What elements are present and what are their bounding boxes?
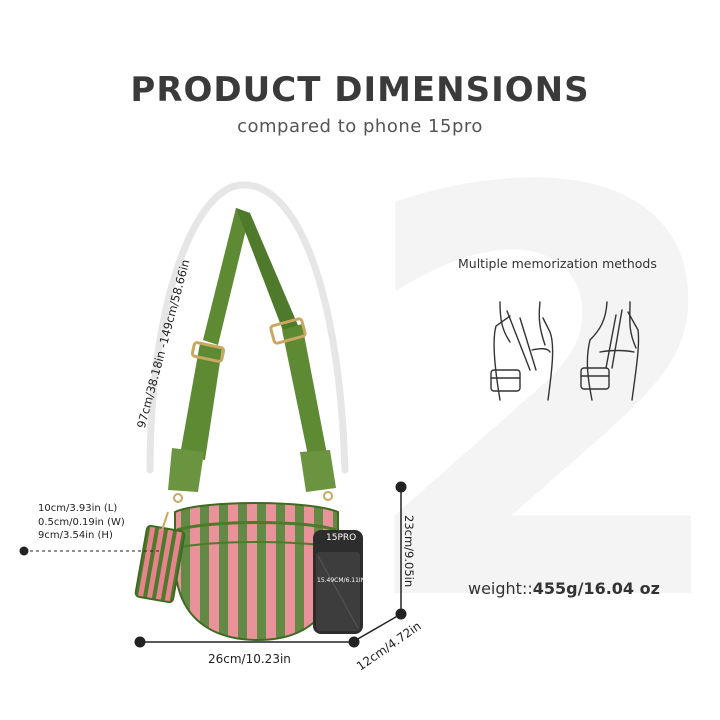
strap-length-arc: [146, 181, 349, 474]
bag-height-label: 23cm/9.05in: [402, 515, 416, 588]
weight-info: weight::455g/16.04 oz: [468, 579, 660, 598]
pouch-width: 0.5cm/0.19in (W): [38, 516, 125, 528]
phone-model-label: 15PRO: [326, 533, 357, 543]
weight-value: 455g/16.04 oz: [532, 579, 660, 598]
bag-strap: [168, 208, 336, 503]
page-subtitle: compared to phone 15pro: [237, 116, 483, 137]
shoulder-person-icon: [580, 301, 640, 401]
background-number: 2: [350, 74, 720, 720]
crossbody-person-icon: [490, 301, 554, 401]
pouch-height: 9cm/3.54in (H): [38, 530, 113, 541]
bag-body: [174, 502, 339, 642]
pouch-length: 10cm/3.93in (L): [38, 503, 118, 514]
pouch-dimensions: 10cm/3.93in (L) 0.5cm/0.19in (W) 9cm/3.5…: [38, 502, 125, 543]
phone-height-label: 15.49CM/6.11IN: [317, 577, 366, 584]
bag-width-label: 26cm/10.23in: [208, 652, 291, 666]
page-title: PRODUCT DIMENSIONS: [130, 70, 590, 110]
coin-pouch: [134, 511, 186, 604]
weight-label: weight::: [468, 579, 533, 598]
methods-label: Multiple memorization methods: [458, 256, 657, 271]
phone-15pro: [313, 530, 363, 634]
dimension-lines: [19, 481, 407, 648]
